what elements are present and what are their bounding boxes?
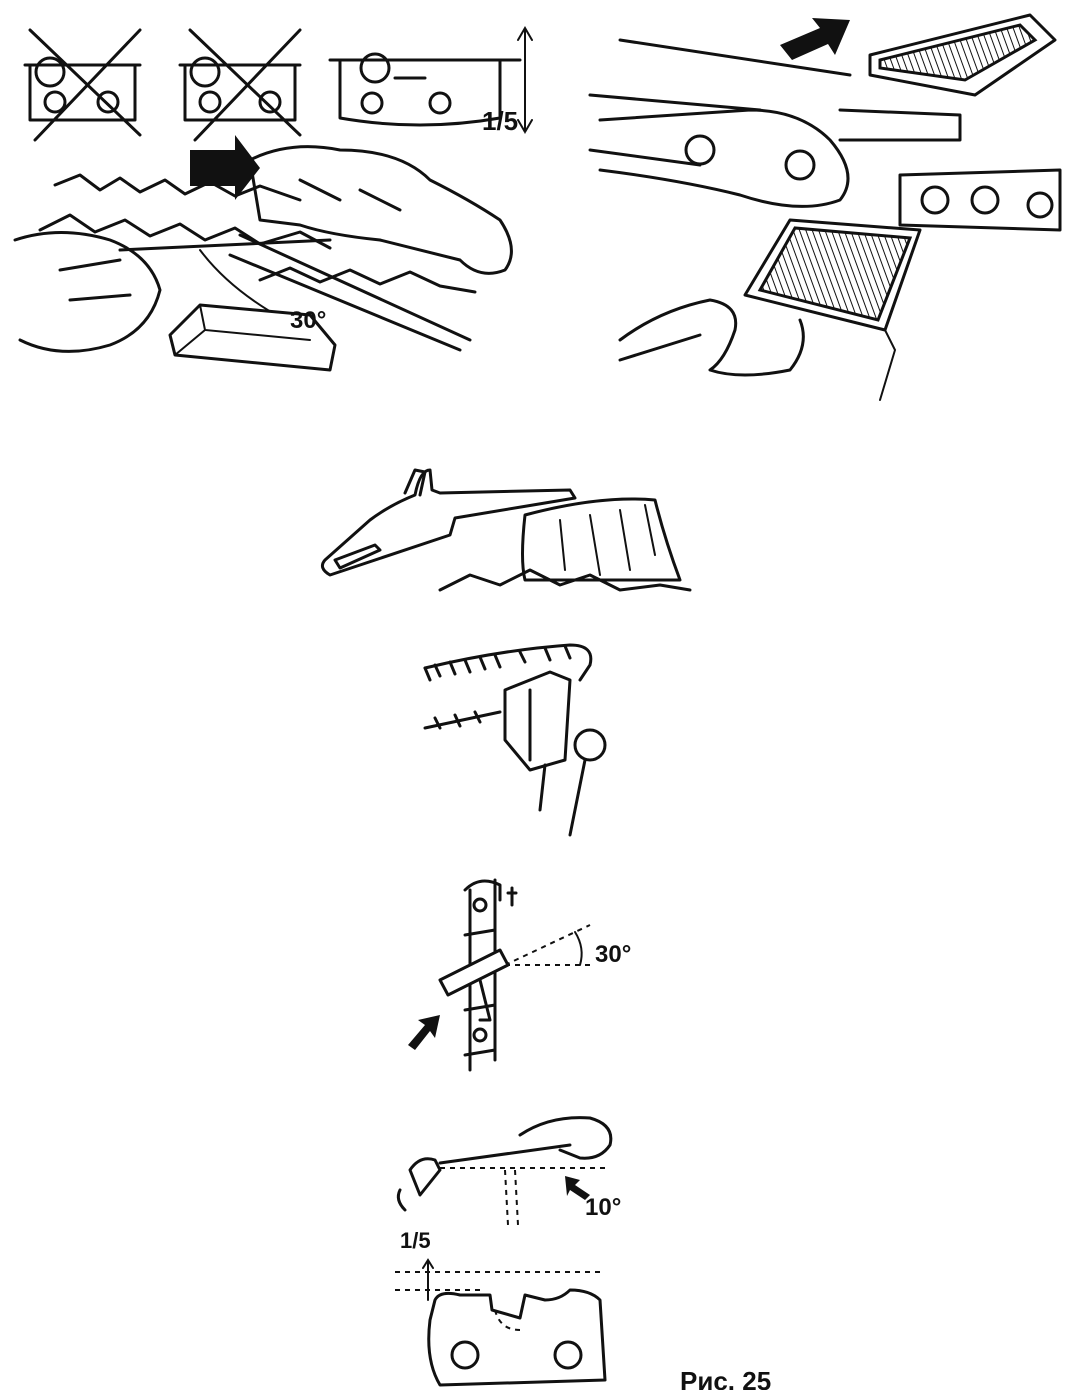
wrong-cutter-1-icon: [25, 30, 140, 140]
cutter-profile-illustration: [395, 1260, 605, 1385]
fraction-label-top: 1/5: [482, 106, 518, 136]
wrong-cutter-2-icon: [180, 30, 300, 140]
file-angle-illustration: [408, 880, 590, 1070]
angle-label-file: 30°: [595, 941, 631, 968]
stone-sharpening-illustration: [590, 15, 1060, 400]
angle-label-top-left: 30°: [290, 307, 326, 334]
angle-label-depth: 10°: [585, 1194, 621, 1221]
chainsaw-on-stump-illustration: [322, 470, 690, 590]
bar-in-vise-illustration: [425, 645, 605, 835]
depth-gauge-illustration: [398, 1118, 610, 1225]
fraction-label-bottom: 1/5: [400, 1228, 431, 1253]
hand-file-chain-illustration: [15, 135, 511, 370]
figure-caption: Рис. 25: [680, 1366, 771, 1390]
